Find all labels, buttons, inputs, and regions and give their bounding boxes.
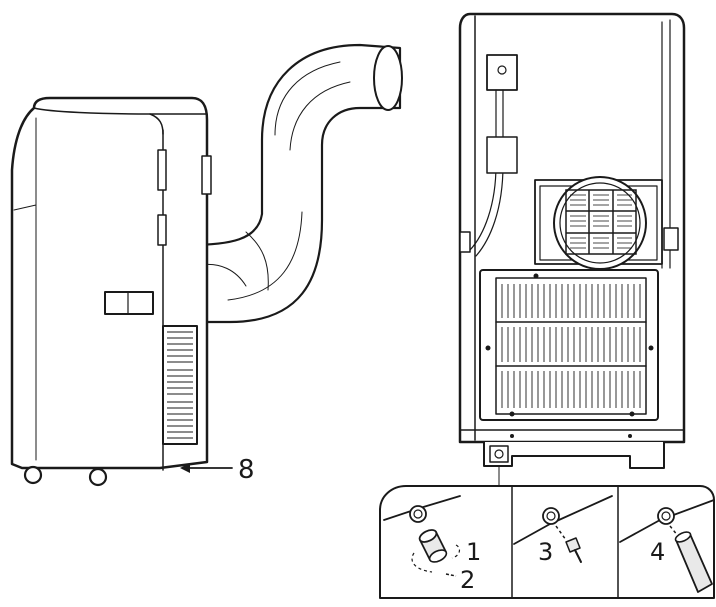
arrow-head-icon (180, 463, 190, 473)
lower-filter-grille (501, 284, 641, 408)
drain-port-icon (489, 445, 509, 463)
wheel-icon (88, 467, 108, 487)
rear-view-unit (458, 12, 686, 493)
exhaust-hose (168, 43, 403, 324)
step-2-label: 2 (460, 566, 475, 594)
side-view-unit: 8 (10, 43, 403, 487)
callout-8-label: 8 (238, 455, 255, 485)
drain-detail-inset: 1 2 3 4 (379, 485, 715, 599)
drain-plug-icon (418, 529, 448, 563)
step-4-label: 4 (650, 538, 665, 566)
wheel-icon (23, 465, 43, 485)
upper-fan-grille (565, 189, 637, 255)
drain-hose-icon (674, 531, 713, 593)
step-1-label: 1 (466, 538, 481, 566)
step-3-panel: 3 (513, 495, 613, 566)
step-3-label: 3 (538, 538, 553, 566)
side-grille-lines (167, 331, 193, 439)
step-1-2-panel: 1 2 (383, 495, 481, 594)
step-4-panel: 4 (619, 499, 715, 593)
screw-icon (565, 537, 582, 563)
